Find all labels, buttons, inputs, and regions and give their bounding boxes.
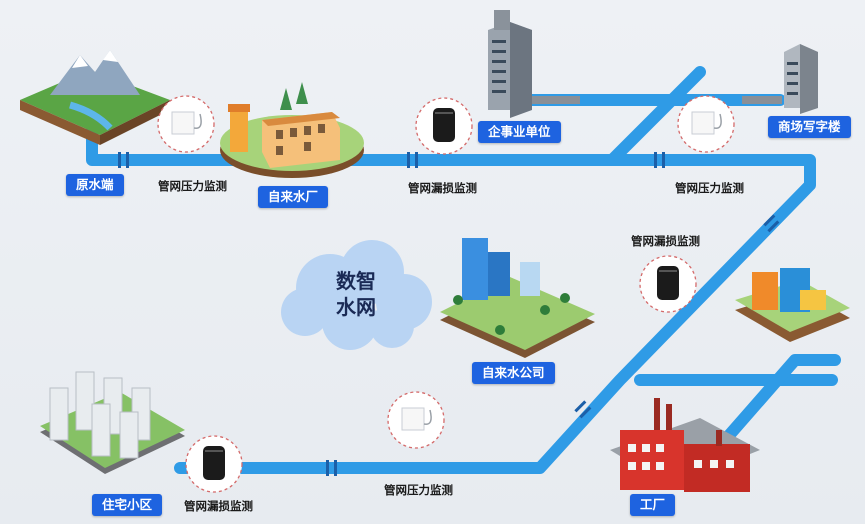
waterworks-illustration [220,82,364,178]
source-island-illustration [20,50,170,145]
pipe-factory [719,354,841,446]
grey-connector-commercial [742,96,782,104]
node-tag-enterprise: 企事业单位 [478,121,561,143]
node-tag-source: 原水端 [66,174,124,196]
node-tag-company: 自来水公司 [472,362,555,384]
monitor-pressure-1 [157,95,215,153]
cloud-title: 数智 水网 [336,268,376,320]
monitor-label-pressure-1: 管网压力监测 [158,179,227,193]
water-company-illustration [440,238,595,358]
monitor-pressure-2 [677,95,735,153]
monitor-label-pressure-2: 管网压力监测 [675,181,744,195]
node-tag-residential: 住宅小区 [92,494,163,516]
enterprise-building-illustration [488,10,532,118]
monitor-label-pressure-3: 管网压力监测 [384,483,453,497]
pipe-couplings [118,152,780,476]
monitor-pressure-3 [387,391,445,449]
monitor-leak-3 [185,435,243,493]
monitor-label-leak-2: 管网漏损监测 [631,234,700,248]
cloud-title-line2: 水网 [336,295,376,319]
pipe-right-loop [174,154,816,474]
factory-illustration [610,398,760,492]
node-tag-waterworks: 自来水厂 [258,186,329,208]
monitor-label-leak-3: 管网漏损监测 [184,499,253,513]
monitor-leak-2 [639,255,697,313]
grey-connector-enterprise [530,96,580,104]
cloud-title-line1: 数智 [336,269,376,293]
city-block-illustration [735,268,850,342]
node-tag-commercial: 商场写字楼 [768,116,851,138]
residential-illustration [40,371,185,474]
cloud-shape [281,240,432,350]
monitor-leak-1 [415,97,473,155]
monitor-label-leak-1: 管网漏损监测 [408,181,477,195]
commercial-building-illustration [784,44,818,114]
node-tag-factory: 工厂 [630,494,676,516]
